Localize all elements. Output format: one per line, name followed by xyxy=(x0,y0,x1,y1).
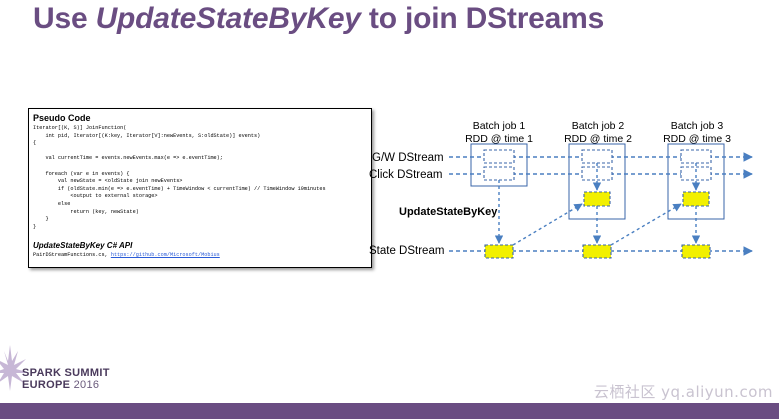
join-result-2 xyxy=(583,191,611,207)
brand-event: EUROPE xyxy=(22,379,71,391)
pseudo-code-heading: Pseudo Code xyxy=(33,113,91,123)
batch-2-rdd: RDD @ time 2 xyxy=(564,133,632,145)
state-block-3 xyxy=(681,244,711,259)
star-burst-icon xyxy=(0,345,30,391)
state-block-2 xyxy=(582,244,612,259)
api-reference: PairDStreamFunctions.cs, https://github.… xyxy=(33,252,220,258)
slide-title: Use UpdateStateByKey to join DStreams xyxy=(33,2,604,36)
rdd-gw-1 xyxy=(483,149,515,164)
batch-1-title: Batch job 1 xyxy=(473,120,526,132)
click-dstream-label: Click DStream xyxy=(369,169,442,181)
brand-line-1: SPARK SUMMIT xyxy=(22,367,110,379)
api-file: PairDStreamFunctions.cs, xyxy=(33,252,111,258)
arrow-state2-to-join3 xyxy=(610,203,682,246)
joined-state-blocks xyxy=(583,191,710,207)
slide-title-post: to join DStreams xyxy=(360,2,605,35)
rdd-partitions xyxy=(483,149,712,181)
join-result-3 xyxy=(682,191,710,207)
rdd-click-3 xyxy=(680,166,712,181)
watermark: 云栖社区 yq.aliyun.com xyxy=(593,383,773,401)
pseudo-code-block: Iterator[(K, S)] JoinFunction( int pid, … xyxy=(33,125,326,230)
batch-1-rdd: RDD @ time 1 xyxy=(465,133,533,145)
rdd-gw-3 xyxy=(680,149,712,164)
state-dstream-label: State DStream xyxy=(369,245,444,257)
spark-summit-logo xyxy=(0,345,30,391)
state-blocks xyxy=(484,244,711,259)
state-block-1 xyxy=(484,244,514,259)
api-label: UpdateStateByKey C# API xyxy=(33,241,133,250)
rdd-click-1 xyxy=(483,166,515,181)
slide-title-pre: Use xyxy=(33,2,96,35)
api-link[interactable]: https://github.com/Microsoft/Mobius xyxy=(110,252,220,258)
batch-3-rdd: RDD @ time 3 xyxy=(663,133,731,145)
brand-year: 2016 xyxy=(73,379,100,391)
gw-dstream-label: G/W DStream xyxy=(372,152,444,164)
brand-line-2: EUROPE 2016 xyxy=(22,379,99,391)
batch-3-title: Batch job 3 xyxy=(671,120,724,132)
batch-2-title: Batch job 2 xyxy=(572,120,625,132)
slide-title-emphasis: UpdateStateByKey xyxy=(95,2,361,35)
flow-arrows xyxy=(494,163,701,246)
update-state-label: UpdateStateByKey xyxy=(399,206,498,218)
pseudo-code-panel: Pseudo Code Iterator[(K, S)] JoinFunctio… xyxy=(28,108,372,268)
rdd-click-2 xyxy=(581,166,613,181)
rdd-gw-2 xyxy=(581,149,613,164)
arrow-state1-to-join2 xyxy=(512,203,583,246)
footer-bar xyxy=(0,403,779,419)
